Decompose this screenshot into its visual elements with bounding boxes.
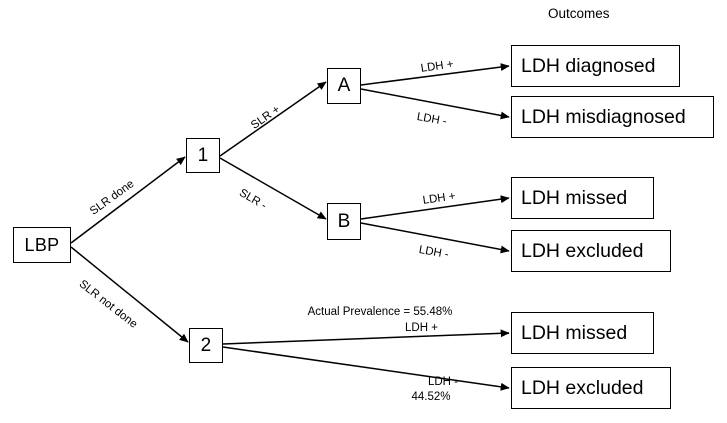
edge-node2-to-ldh-excluded xyxy=(222,346,510,391)
node-b[interactable]: B xyxy=(327,203,361,240)
outcome-ldh-excluded-lower[interactable]: LDH excluded xyxy=(511,367,671,409)
edge-nodeB-to-ldh-missed xyxy=(360,195,510,220)
edge-label-prevalence-negative: 44.52% xyxy=(411,391,451,403)
node-2[interactable]: 2 xyxy=(189,328,223,363)
outcome-ldh-misdiagnosed[interactable]: LDH misdiagnosed xyxy=(511,96,714,138)
annotation-actual-prevalence: Actual Prevalence = 55.48% xyxy=(307,306,453,318)
outcome-ldh-missed-lower[interactable]: LDH missed xyxy=(511,312,654,354)
outcomes-title: Outcomes xyxy=(548,6,610,21)
edge-nodeB-to-ldh-excluded xyxy=(360,222,510,254)
edge-nodeA-to-ldh-diagnosed xyxy=(360,63,510,86)
edge-node1-to-nodeB xyxy=(219,157,327,220)
edge-nodeA-to-ldh-misdiagnosed xyxy=(360,88,510,120)
node-lbp[interactable]: LBP xyxy=(13,227,71,263)
edge-label-ldh-minus-2: LDH - xyxy=(427,376,459,388)
outcome-ldh-excluded-upper[interactable]: LDH excluded xyxy=(511,230,671,272)
edge-lbp-to-node2 xyxy=(70,246,189,343)
edge-node2-to-ldh-missed xyxy=(222,329,510,345)
edge-lbp-to-node1 xyxy=(70,156,186,244)
node-a[interactable]: A xyxy=(327,68,361,104)
outcome-ldh-missed-upper[interactable]: LDH missed xyxy=(511,177,654,219)
edge-label-ldh-plus-2: LDH + xyxy=(405,322,438,334)
edge-node1-to-nodeA xyxy=(219,81,327,157)
node-1[interactable]: 1 xyxy=(186,138,220,173)
outcome-ldh-diagnosed[interactable]: LDH diagnosed xyxy=(511,45,680,87)
